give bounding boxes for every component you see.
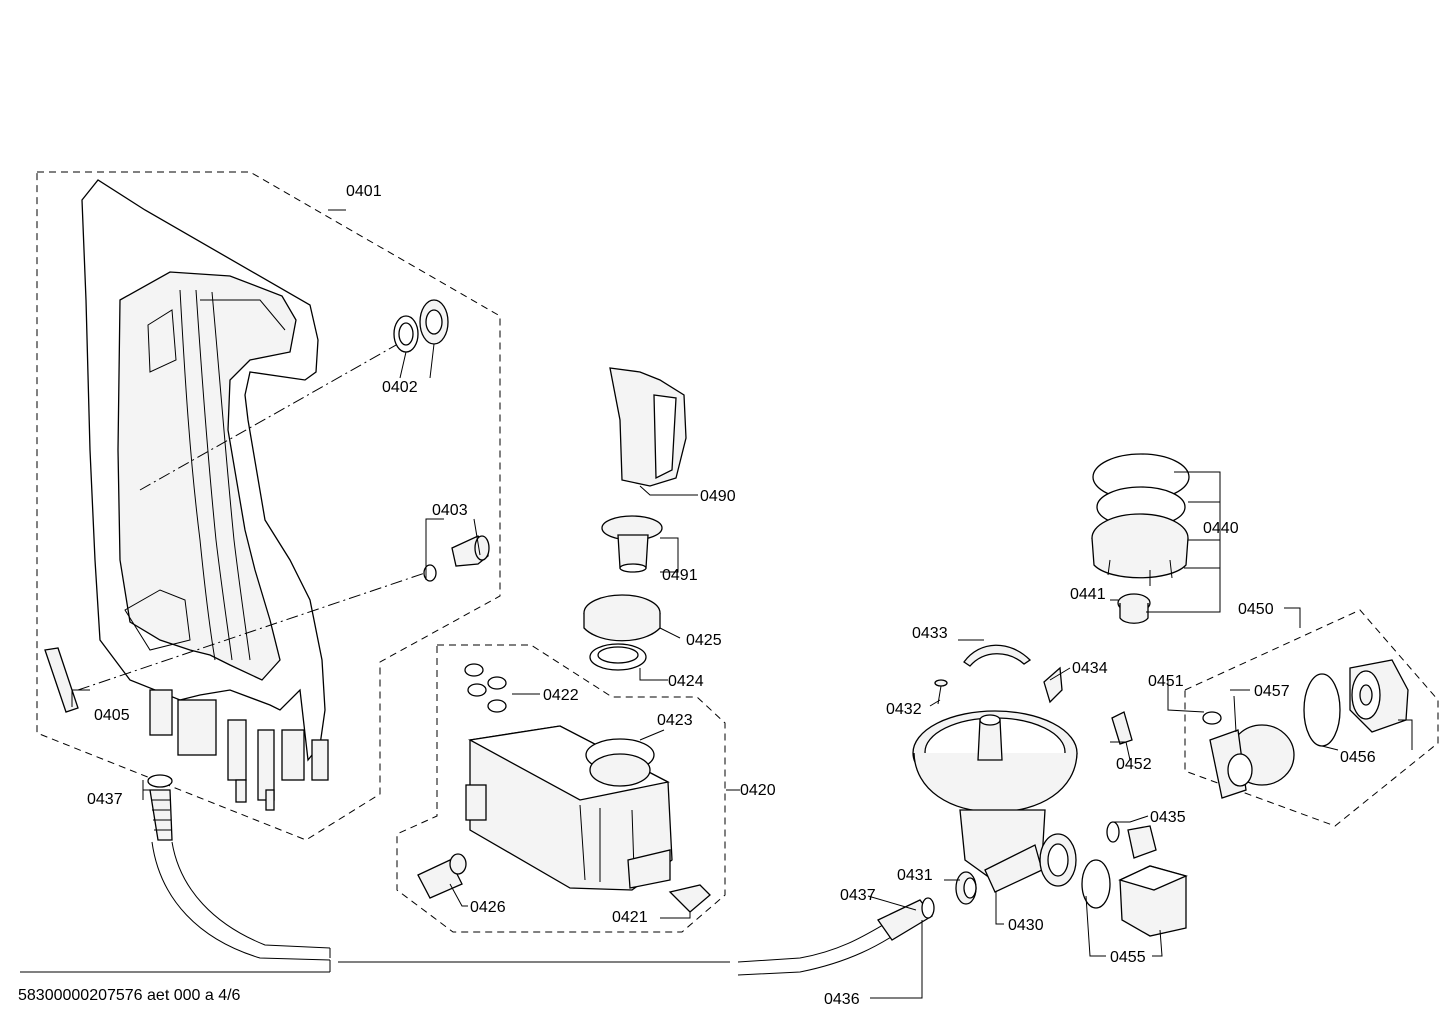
group-0401-boundary xyxy=(36,171,501,841)
part-0421-clip xyxy=(668,884,711,913)
group-0420-boundary xyxy=(396,644,726,933)
label-0431: 0431 xyxy=(897,867,933,884)
label-0436: 0436 xyxy=(824,991,860,1008)
label-0422: 0422 xyxy=(543,687,579,704)
part-0490-funnel xyxy=(609,367,687,487)
label-0403: 0403 xyxy=(432,502,468,519)
label-0457: 0457 xyxy=(1254,683,1290,700)
label-0455: 0455 xyxy=(1110,949,1146,966)
label-0402: 0402 xyxy=(382,379,418,396)
part-0455-seal xyxy=(1081,859,1111,909)
label-0421: 0421 xyxy=(612,909,648,926)
part-0422-seal-set xyxy=(464,663,507,713)
part-0426-valve xyxy=(417,853,467,899)
part-0420-softener xyxy=(465,725,673,891)
label-0401: 0401 xyxy=(346,183,382,200)
part-0430-sump xyxy=(912,710,1078,893)
label-0420: 0420 xyxy=(740,782,776,799)
part-0401-duct-assembly xyxy=(81,179,329,811)
label-0426: 0426 xyxy=(470,899,506,916)
part-0457-pump-housing xyxy=(1209,724,1295,799)
axis-line-0402 xyxy=(139,339,406,491)
part-0452-bracket xyxy=(1111,711,1133,745)
label-0424: 0424 xyxy=(668,673,704,690)
part-0433-strainer-bow xyxy=(963,644,1032,667)
label-0451: 0451 xyxy=(1148,673,1184,690)
part-0456-motor xyxy=(1349,659,1409,733)
label-0425: 0425 xyxy=(686,632,722,649)
label-0491: 0491 xyxy=(662,567,698,584)
part-0434-clip xyxy=(1043,666,1063,704)
part-0441-fitting xyxy=(1117,593,1151,624)
part-0402-seal-rings xyxy=(393,299,449,353)
group-0450-boundary xyxy=(1184,609,1439,827)
leader-lines xyxy=(71,209,1413,999)
part-0436-hose-end xyxy=(877,897,935,941)
part-0431-fitting xyxy=(955,871,977,905)
part-0440-heater-assembly xyxy=(1091,453,1190,586)
label-0440: 0440 xyxy=(1203,520,1239,537)
part-0491-sleeve xyxy=(601,515,663,573)
part-0425-lid xyxy=(583,594,661,642)
part-0424-ring xyxy=(589,643,647,671)
label-0432: 0432 xyxy=(886,701,922,718)
label-0430: 0430 xyxy=(1008,917,1044,934)
label-0456: 0456 xyxy=(1340,749,1376,766)
part-0403-valve xyxy=(423,535,490,582)
part-0451-clamp xyxy=(1202,711,1222,725)
part-0432-screw xyxy=(934,679,948,705)
part-0456-seal xyxy=(1303,673,1341,747)
label-0423: 0423 xyxy=(657,712,693,729)
label-0405: 0405 xyxy=(94,707,130,724)
label-0437-left: 0437 xyxy=(87,791,123,808)
label-0441: 0441 xyxy=(1070,586,1106,603)
part-0455-pump xyxy=(1118,865,1188,937)
label-0490: 0490 xyxy=(700,488,736,505)
part-0435-sensor xyxy=(1106,821,1157,859)
label-0450: 0450 xyxy=(1238,601,1274,618)
label-0452: 0452 xyxy=(1116,756,1152,773)
label-0433: 0433 xyxy=(912,625,948,642)
axis-line-0403 xyxy=(77,572,426,691)
label-0437-right: 0437 xyxy=(840,887,876,904)
document-id: 58300000207576 aet 000 a 4/6 xyxy=(18,987,241,1004)
part-0405-clip xyxy=(44,647,79,713)
label-0434: 0434 xyxy=(1072,660,1108,677)
label-0435: 0435 xyxy=(1150,809,1186,826)
part-0437-drain-hose xyxy=(20,774,906,976)
